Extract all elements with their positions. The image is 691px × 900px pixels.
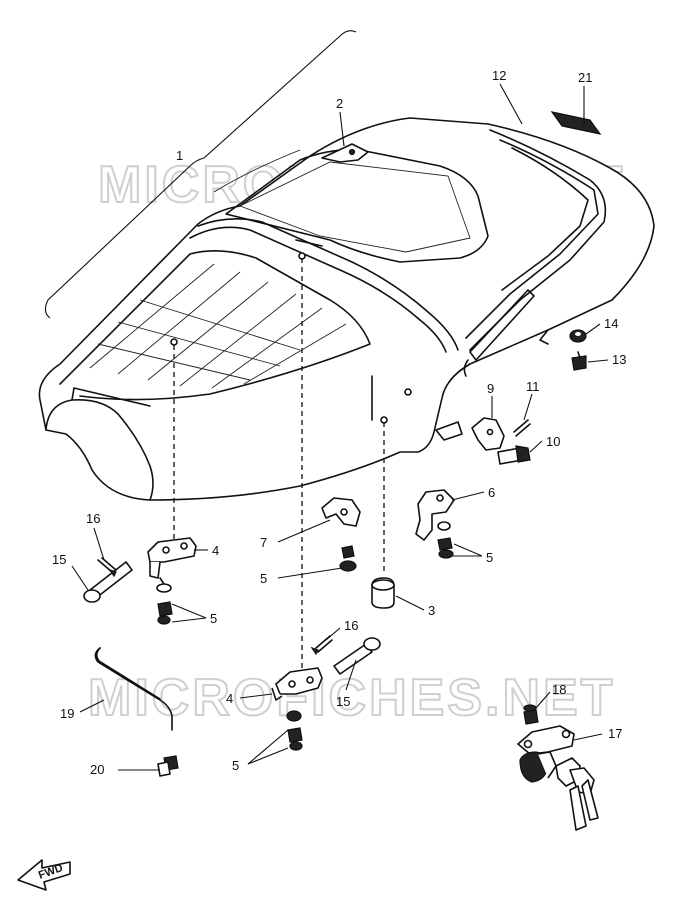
callout-13: 13 [612, 352, 626, 367]
callout-5-center: 5 [260, 571, 267, 586]
callout-15-left: 15 [52, 552, 66, 567]
callout-5-right: 5 [486, 550, 493, 565]
callout-4-upper: 4 [212, 543, 219, 558]
seat-bracket-lower [271, 667, 323, 701]
bolt-10 [497, 445, 531, 465]
bracket-6 [415, 489, 455, 541]
emblem [550, 111, 602, 135]
callout-5-bottom: 5 [232, 758, 239, 773]
assembly-bracket [44, 30, 357, 319]
front-hook [321, 143, 369, 163]
callout-18: 18 [552, 682, 566, 697]
bolt-nut-group-left [156, 583, 173, 625]
alignment-lines [173, 258, 385, 670]
nut-14 [569, 329, 587, 343]
seat [38, 117, 655, 501]
fwd-arrow-icon: FWD [17, 859, 71, 891]
bolt-nut-group-bottom [286, 710, 303, 751]
callout-16-right: 16 [344, 618, 358, 633]
clip-16-left [97, 557, 117, 578]
callout-6: 6 [488, 485, 495, 500]
cotter-pin [513, 419, 531, 437]
callout-21: 21 [578, 70, 592, 85]
bolt-center [339, 545, 357, 572]
callout-14: 14 [604, 316, 618, 331]
callout-11: 11 [526, 379, 540, 394]
callout-17: 17 [608, 726, 622, 741]
clip-16-right [310, 635, 333, 656]
callout-9: 9 [487, 381, 494, 396]
bracket-7 [321, 497, 361, 527]
callout-20: 20 [90, 762, 104, 777]
seat-lock-17 [517, 725, 599, 831]
callout-5-left: 5 [210, 611, 217, 626]
leader-lines [71, 83, 609, 771]
cable-19 [94, 647, 173, 731]
callout-19: 19 [60, 706, 74, 721]
callout-12: 12 [492, 68, 506, 83]
callout-1: 1 [176, 148, 183, 163]
callout-4-lower: 4 [226, 691, 233, 706]
cable-end-20 [157, 755, 179, 777]
hook-9 [471, 417, 505, 451]
callout-7: 7 [260, 535, 267, 550]
callout-3: 3 [428, 603, 435, 618]
callout-10: 10 [546, 434, 560, 449]
screw-18 [523, 704, 539, 725]
screw-13 [571, 351, 587, 371]
callout-numbers: 1 2 12 21 14 13 9 11 10 6 5 7 5 4 5 15 1… [52, 68, 626, 777]
callout-2: 2 [336, 96, 343, 111]
damper [371, 577, 395, 609]
callout-15-right: 15 [336, 694, 350, 709]
bolt-nut-group-right [437, 521, 454, 559]
pin-15-right [333, 637, 381, 675]
callout-16-left: 16 [86, 511, 100, 526]
seat-bracket-upper [147, 537, 197, 585]
